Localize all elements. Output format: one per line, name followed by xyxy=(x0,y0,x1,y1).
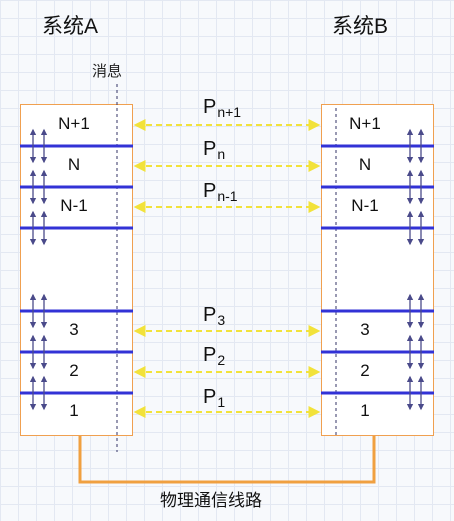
layer-label-a-5: 1 xyxy=(69,401,79,420)
protocol-label-1: Pn xyxy=(203,138,225,162)
layer-label-a-0: N+1 xyxy=(58,114,90,133)
protocol-label-2: Pn-1 xyxy=(203,180,238,204)
system-a-box xyxy=(20,104,133,436)
protocol-label-sub: n+1 xyxy=(217,104,242,120)
protocol-label-sub: 1 xyxy=(217,394,226,410)
layer-label-b-2: N-1 xyxy=(351,196,379,215)
system-b-title: 系统B xyxy=(332,15,389,38)
protocol-label-base: P xyxy=(203,304,217,326)
protocol-label-5: P1 xyxy=(203,386,225,410)
protocol-label-sub: n-1 xyxy=(217,188,238,204)
protocol-label-base: P xyxy=(203,96,217,118)
protocol-label-base: P xyxy=(203,344,217,366)
layer-label-b-3: 3 xyxy=(360,320,370,339)
layer-label-b-4: 2 xyxy=(360,361,370,380)
protocol-label-0: Pn+1 xyxy=(203,96,241,120)
layer-label-b-1: N xyxy=(358,155,372,174)
protocol-label-base: P xyxy=(203,386,217,408)
physical-link-label: 物理通信线路 xyxy=(160,491,262,510)
protocol-label-sub: 2 xyxy=(217,352,226,368)
system-a-title: 系统A xyxy=(42,15,99,38)
layer-label-b-5: 1 xyxy=(360,401,370,420)
layer-label-a-3: 3 xyxy=(69,320,79,339)
system-b-box xyxy=(321,104,434,436)
protocol-label-3: P3 xyxy=(203,304,225,328)
protocol-label-sub: n xyxy=(217,146,226,162)
protocol-label-base: P xyxy=(203,180,217,202)
protocol-label-4: P2 xyxy=(203,344,225,368)
layer-label-a-1: N xyxy=(67,155,81,174)
message-label: 消息 xyxy=(92,63,123,80)
layer-label-a-4: 2 xyxy=(69,361,79,380)
layer-label-a-2: N-1 xyxy=(60,196,88,215)
protocol-label-sub: 3 xyxy=(217,312,226,328)
protocol-label-base: P xyxy=(203,138,217,160)
layer-label-b-0: N+1 xyxy=(349,114,381,133)
physical-link-line xyxy=(78,436,376,484)
